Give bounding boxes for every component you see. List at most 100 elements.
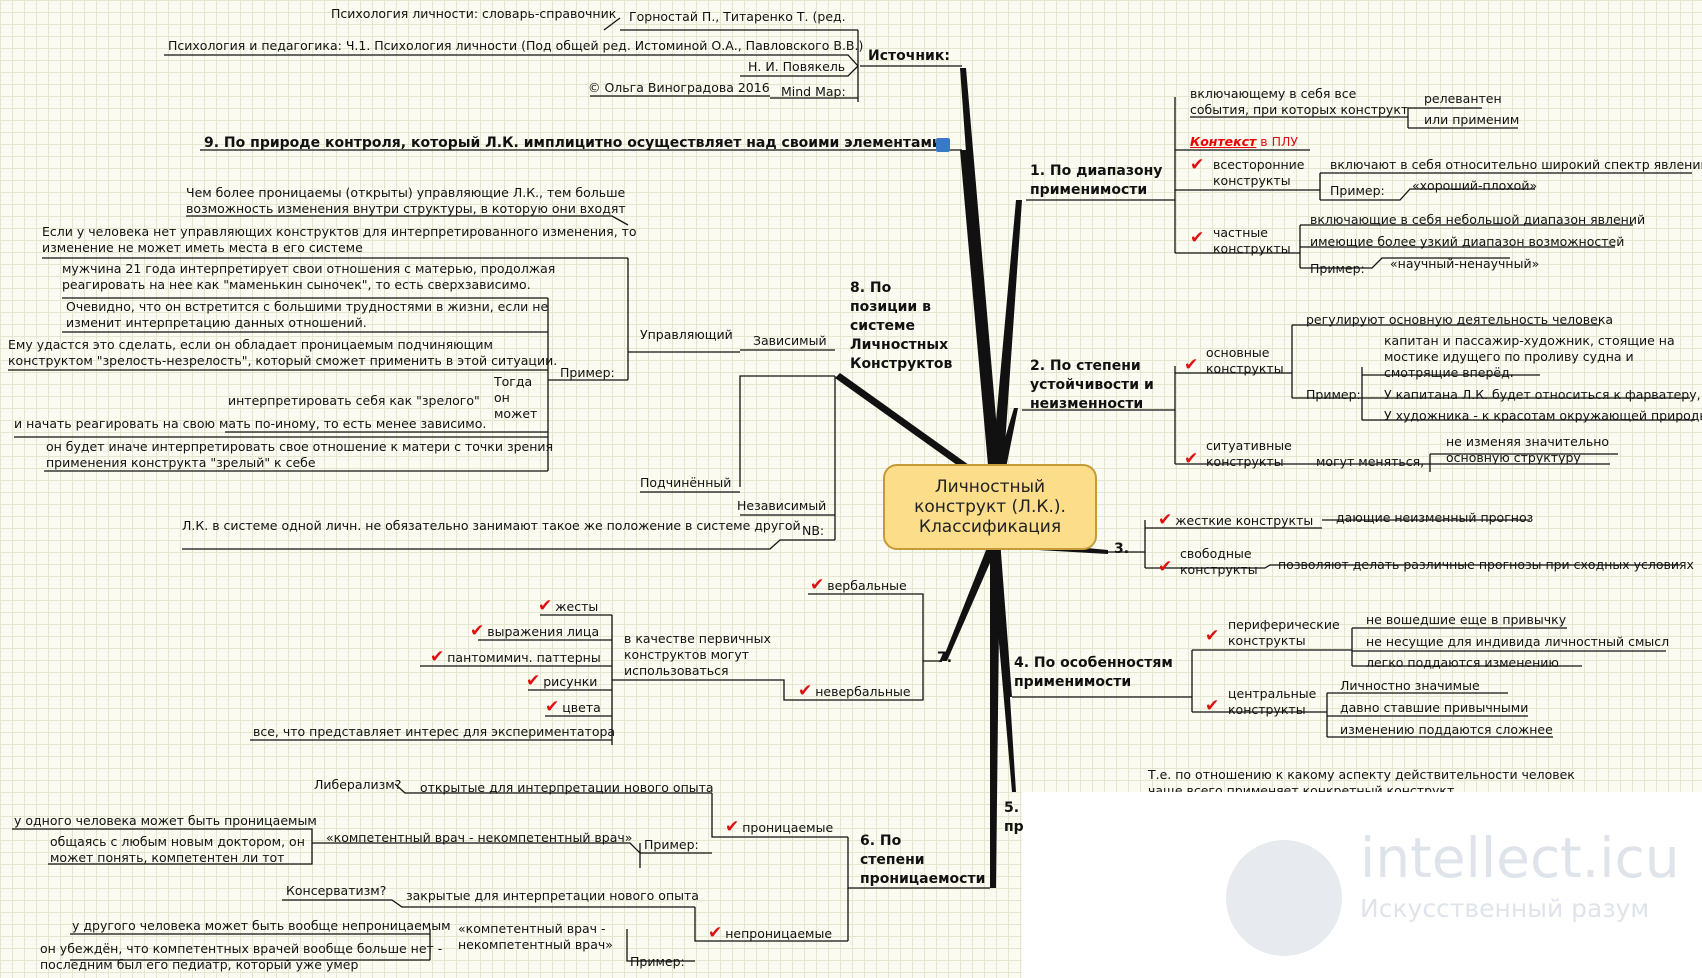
b8-example-2a[interactable]: Очевидно, что он встретится с большими т… — [66, 299, 549, 314]
b8-controlling-2a[interactable]: Если у человека нет управляющих конструк… — [42, 224, 637, 239]
source-author-2[interactable]: Н. И. Повякель — [748, 59, 846, 74]
b8-nb[interactable]: NB: — [802, 523, 825, 538]
b4-peripheral-desc-3[interactable]: легко поддаются изменению — [1366, 655, 1559, 670]
b4-peripheral-desc-2[interactable]: не несущие для индивида личностный смысл — [1366, 634, 1670, 649]
b8-controlling[interactable]: Управляющий — [640, 327, 733, 342]
b3-free-1[interactable]: свободные — [1180, 546, 1252, 561]
b7-item-pantomime[interactable]: ✔пантомимич. паттерны — [430, 647, 601, 667]
b8-then-1[interactable]: Тогда — [494, 374, 533, 389]
b8-then-item-3a[interactable]: он будет иначе интерпретировать свое отн… — [46, 439, 554, 454]
b6-impermeable-example-1[interactable]: «компетентный врач - — [458, 921, 606, 936]
b1-applicable[interactable]: или применим — [1424, 112, 1520, 127]
b4-peripheral-1[interactable]: периферические — [1228, 617, 1340, 632]
b1-partial-desc-1[interactable]: включающие в себя небольшой диапазон явл… — [1310, 212, 1646, 227]
b7-primary-1[interactable]: в качестве первичных — [624, 631, 771, 646]
b8-nb-text[interactable]: Л.К. в системе одной личн. не обязательн… — [182, 518, 801, 533]
branch-1-title-2[interactable]: применимости — [1030, 182, 1148, 198]
b1-partial[interactable]: ✔ — [1190, 230, 1207, 247]
branch-8-title-4[interactable]: Личностных — [850, 337, 949, 353]
branch-4-title-1[interactable]: 4. По особенностям — [1014, 655, 1173, 671]
b2-basic-example[interactable]: Пример: — [1306, 387, 1361, 402]
b2-basic-desc[interactable]: регулируют основную деятельность человек… — [1306, 312, 1614, 327]
b6-permeable[interactable]: ✔проницаемые — [725, 817, 834, 837]
branch-1-title-1[interactable]: 1. По диапазону — [1030, 163, 1163, 179]
b8-then-item-3b[interactable]: применения конструкта "зрелый" к себе — [46, 455, 316, 470]
b4-central-1[interactable]: центральные — [1228, 686, 1317, 701]
b7-verbal[interactable]: ✔вербальные — [810, 575, 907, 595]
branch-8-title-3[interactable]: системе — [850, 318, 915, 334]
branch-9-title[interactable]: 9. По природе контроля, который Л.К. имп… — [204, 135, 942, 151]
branch-6-title-1[interactable]: 6. По — [860, 833, 902, 849]
b1-partial-example[interactable]: Пример: — [1310, 261, 1365, 276]
b7-item-colors[interactable]: ✔цвета — [545, 697, 601, 717]
b8-controlling-1b[interactable]: возможность изменения внутри структуры, … — [186, 201, 626, 216]
b4-central-desc-2[interactable]: давно ставшие привычными — [1340, 700, 1529, 715]
b1-partial-2[interactable]: конструкты — [1213, 241, 1291, 256]
b2-situational-2[interactable]: конструкты — [1206, 454, 1284, 469]
b4-central-desc-1[interactable]: Личностно значимые — [1340, 678, 1480, 693]
b8-example-3a[interactable]: Ему удастся это сделать, если он обладае… — [8, 337, 493, 352]
b7-item-gestures[interactable]: ✔жесты — [538, 596, 599, 616]
b8-then-item-1[interactable]: интерпретировать себя как "зрелого" — [228, 393, 480, 408]
b6-permeable-example[interactable]: Пример: — [644, 837, 699, 852]
branch-8-title-1[interactable]: 8. По — [850, 280, 892, 296]
b8-example-1a[interactable]: мужчина 21 года интерпретирует свои отно… — [62, 261, 556, 276]
b3-free-2[interactable]: конструкты — [1180, 562, 1258, 577]
branch-6-title-3[interactable]: проницаемости — [860, 871, 986, 887]
branch-2-title-2[interactable]: устойчивости и — [1030, 377, 1154, 393]
b1-comprehensive-example[interactable]: Пример: — [1330, 183, 1385, 198]
b4-peripheral-desc-1[interactable]: не вошедшие еще в привычку — [1366, 612, 1567, 627]
b8-example-1b[interactable]: реагировать на нее как "маменькин сыноче… — [62, 277, 531, 292]
branch-7-title[interactable]: 7. — [937, 650, 953, 666]
b2-situational-desc[interactable]: могут меняться, — [1316, 454, 1425, 469]
b6-impermeable-desc[interactable]: закрытые для интерпретации нового опыта — [406, 888, 699, 903]
b7-primary-2[interactable]: конструктов могут — [624, 647, 749, 662]
b8-example[interactable]: Пример: — [560, 365, 615, 380]
b4-central-2[interactable]: конструкты — [1228, 702, 1306, 717]
b3-rigid-desc[interactable]: дающие неизменный прогноз — [1336, 510, 1534, 525]
b8-subordinate[interactable]: Подчинённый — [640, 475, 732, 490]
b1-comprehensive[interactable]: ✔ — [1190, 157, 1207, 174]
branch-8-title-5[interactable]: Конструктов — [850, 356, 953, 372]
b1-relevant[interactable]: релевантен — [1424, 91, 1502, 106]
b7-primary-3[interactable]: использоваться — [624, 663, 729, 678]
branch-5-title-2[interactable]: пр — [1004, 819, 1024, 835]
b1-partial-example-value[interactable]: «научный-ненаучный» — [1390, 256, 1540, 271]
source-mindmap[interactable]: Mind Map: — [781, 84, 846, 99]
b8-example-2b[interactable]: изменит интерпретацию данных отношений. — [66, 315, 367, 330]
b6-permeable-example-value[interactable]: «компетентный врач - некомпетентный врач… — [326, 830, 633, 845]
b6-liberalism[interactable]: Либерализм? — [314, 777, 402, 792]
branch-6-title-2[interactable]: степени — [860, 852, 925, 868]
branch-2-title-1[interactable]: 2. По степени — [1030, 358, 1141, 374]
b1-include-1[interactable]: включающему в себя все — [1190, 86, 1357, 101]
b1-comprehensive-example-value[interactable]: «хороший-плохой» — [1412, 178, 1538, 193]
b8-then-3[interactable]: может — [494, 406, 538, 421]
source-title[interactable]: Источник: — [868, 48, 950, 64]
source-authors[interactable]: Горностай П., Титаренко Т. (ред. — [629, 9, 846, 24]
b2-example-1c[interactable]: смотрящие вперёд. — [1384, 365, 1514, 380]
source-book-2[interactable]: Психология и педагогика: Ч.1. Психология… — [168, 38, 864, 53]
b6-impermeable-ex-2b[interactable]: последним был его педиатр, который уже у… — [40, 957, 359, 972]
b5-note-1[interactable]: Т.е. по отношению к какому аспекту дейст… — [1148, 767, 1575, 782]
branch-8-title-2[interactable]: позиции в — [850, 299, 931, 315]
branch-3-title[interactable]: 3. — [1114, 541, 1130, 557]
b8-controlling-1a[interactable]: Чем более проницаемы (открыты) управляющ… — [186, 185, 626, 200]
b1-partial-1[interactable]: частные — [1213, 225, 1268, 240]
b6-permeable-ex-1[interactable]: у одного человека может быть проницаемым — [14, 813, 317, 828]
b1-comprehensive-desc[interactable]: включают в себя относительно широкий спе… — [1330, 157, 1702, 172]
b6-impermeable-ex-2a[interactable]: он убеждён, что компетентных врачей вооб… — [40, 941, 443, 956]
b2-example-1b[interactable]: мостике идущего по проливу судна и — [1384, 349, 1634, 364]
b1-comprehensive-2[interactable]: конструкты — [1213, 173, 1291, 188]
b1-include-2[interactable]: события, при которых конструкт — [1190, 102, 1409, 117]
b4-central-desc-3[interactable]: изменению поддаются сложнее — [1340, 722, 1553, 737]
b8-then-item-2[interactable]: и начать реагировать на свою мать по-ино… — [14, 416, 487, 431]
branch-2-title-3[interactable]: неизменности — [1030, 396, 1144, 412]
b8-controlling-2b[interactable]: изменение не может иметь места в его сис… — [42, 240, 363, 255]
b4-peripheral-2[interactable]: конструкты — [1228, 633, 1306, 648]
b2-situational-desc-2b[interactable]: основную структуру — [1446, 450, 1581, 465]
b6-impermeable-ex-1[interactable]: у другого человека может быть вообще неп… — [72, 918, 451, 933]
branch-5-title-1[interactable]: 5. — [1004, 800, 1020, 816]
b8-then-2[interactable]: он — [494, 390, 510, 405]
b6-permeable-desc[interactable]: открытые для интерпретации нового опыта — [420, 780, 714, 795]
b6-permeable-ex-2a[interactable]: общаясь с любым новым доктором, он — [50, 834, 305, 849]
